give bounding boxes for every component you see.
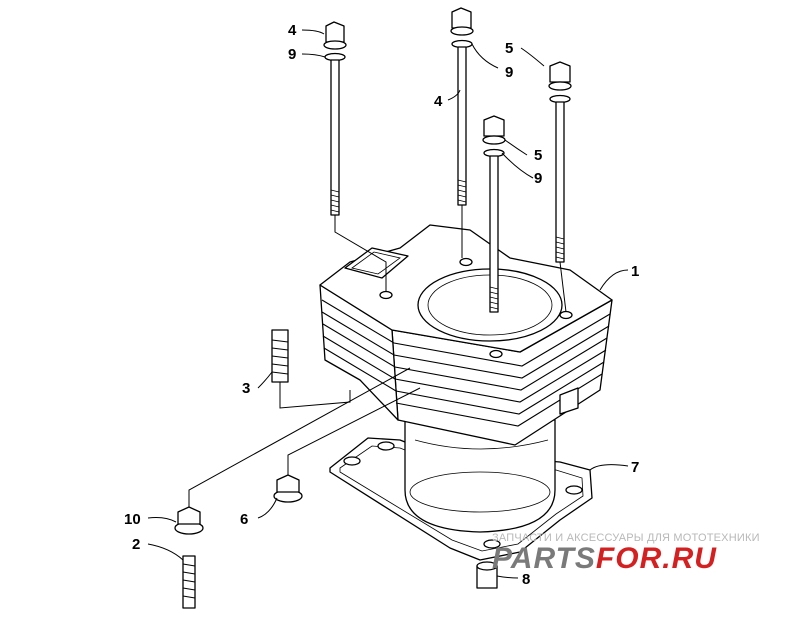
watermark-logo-for-ru: FOR.RU: [596, 542, 717, 575]
callout-9-top-left: 9: [288, 46, 296, 63]
callout-5-top-right: 5: [505, 40, 513, 57]
callout-3: 3: [242, 380, 250, 397]
callout-8: 8: [522, 571, 530, 588]
flange-nut-10: [174, 367, 411, 535]
cylinder-bolt-3: [548, 61, 572, 263]
callout-4-middle: 4: [434, 93, 443, 110]
watermark: ЗАПЧАСТИ И АКСЕССУАРЫ ДЛЯ МОТОТЕХНИКИ PA…: [492, 532, 760, 575]
dowel-pin: [476, 561, 498, 589]
watermark-logo-parts: PARTS: [492, 542, 596, 575]
cylinder-bolt-1: [323, 21, 347, 216]
callout-7: 7: [631, 459, 639, 476]
watermark-logo: PARTSFOR.RU: [492, 542, 717, 575]
callout-6: 6: [240, 511, 248, 528]
callout-9-center: 9: [534, 170, 542, 187]
cylinder-bolt-2: [450, 7, 474, 206]
callout-9-top-right: 9: [505, 64, 513, 81]
cylinder: [319, 224, 613, 533]
flange-nut-6: [273, 387, 421, 503]
callout-1: 1: [631, 263, 639, 280]
short-stud: [271, 329, 351, 409]
cylinder-bolt-4: [482, 115, 506, 313]
callout-4-top-left: 4: [288, 22, 297, 39]
watermark-subtitle: ЗАПЧАСТИ И АКСЕССУАРЫ ДЛЯ МОТОТЕХНИКИ: [492, 532, 760, 544]
callout-2: 2: [132, 536, 140, 553]
stud-2: [182, 555, 196, 609]
callout-leaders: [147, 29, 629, 579]
callout-5-center: 5: [534, 147, 542, 164]
callout-10: 10: [124, 511, 141, 528]
